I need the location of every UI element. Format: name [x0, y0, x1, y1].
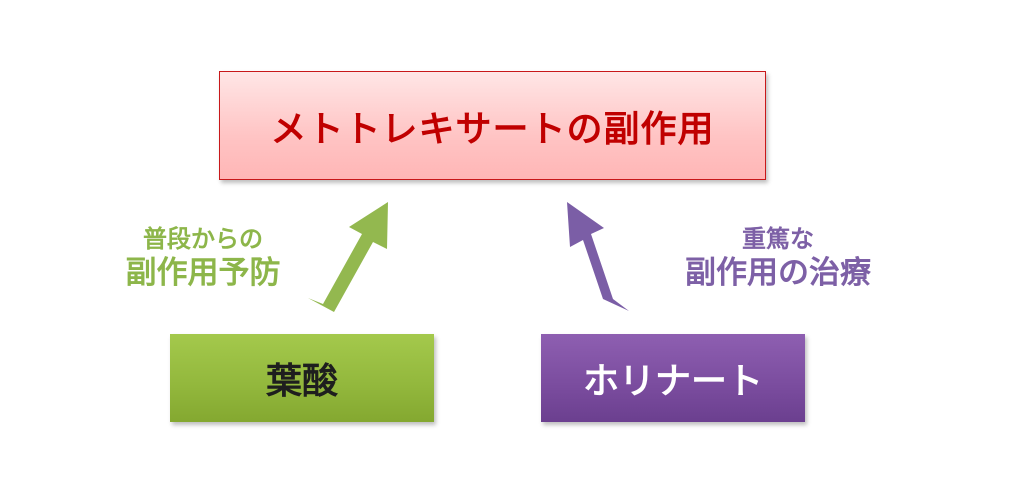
right-label-line2: 副作用の治療: [685, 255, 871, 291]
top-box-label: メトトレキサートの副作用: [270, 108, 715, 150]
left-label-line2: 副作用予防: [125, 255, 281, 291]
right-label-line1: 重篤な: [742, 225, 814, 253]
folic-acid-box: 葉酸: [170, 334, 434, 422]
folinate-label: ホリナート: [582, 361, 763, 402]
methotrexate-side-effects-box: メトトレキサートの副作用: [219, 71, 766, 180]
green-arrow: [308, 202, 388, 312]
left-label-line1: 普段からの: [143, 225, 263, 253]
folinate-purpose-label: 重篤な 副作用の治療: [668, 224, 888, 293]
purple-arrow: [567, 202, 629, 311]
folic-acid-label: 葉酸: [265, 361, 338, 402]
folic-acid-purpose-label: 普段からの 副作用予防: [108, 224, 298, 293]
folinate-box: ホリナート: [541, 334, 805, 422]
